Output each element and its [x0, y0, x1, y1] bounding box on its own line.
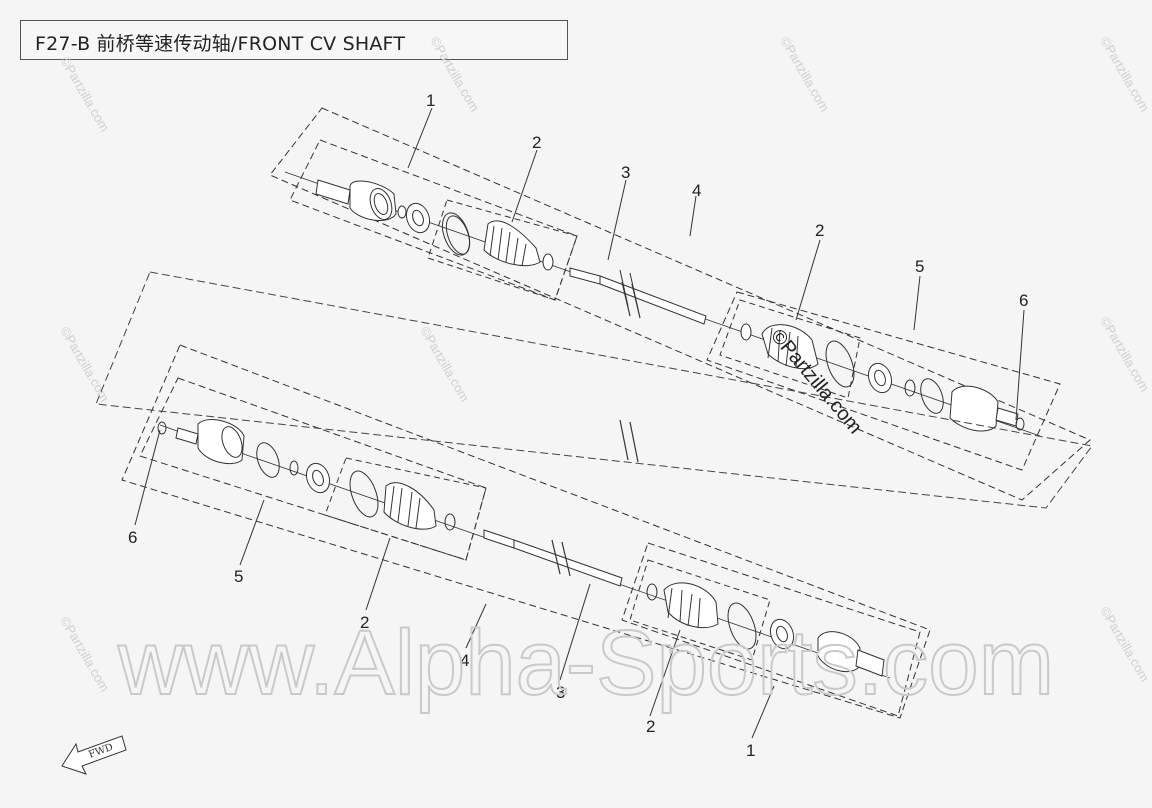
edge-watermark: ©Partzilla.com — [427, 34, 482, 114]
lower-outer-dashed-box — [121, 344, 931, 719]
lower-break-mark — [561, 541, 571, 577]
upper-outer-cv-joint — [315, 179, 397, 222]
lower-outer-cv-joint — [817, 631, 885, 677]
lower-box-2-right — [629, 559, 771, 661]
callout-5: 5 — [915, 257, 924, 276]
upper-box-5 — [706, 291, 1061, 471]
upper-right-circlip — [904, 379, 916, 397]
callouts-upper: 1 2 3 4 2 5 6 — [426, 91, 1028, 310]
callout-4: 4 — [460, 651, 469, 670]
title-box: F27-B 前桥等速传动轴/FRONT CV SHAFT — [20, 20, 568, 60]
lower-boot-right — [663, 582, 719, 629]
callout-2: 2 — [646, 717, 655, 736]
callout-6: 6 — [1019, 291, 1028, 310]
edge-watermark: ©Partzilla.com — [57, 324, 112, 404]
upper-right-ring — [920, 378, 944, 414]
edge-watermark: ©Partzilla.com — [1097, 34, 1152, 114]
main-watermark: www.Alpha-Sports.com — [117, 612, 1054, 714]
lower-box-2-left — [324, 457, 487, 561]
callout-2: 2 — [815, 221, 824, 240]
callout-2: 2 — [532, 133, 541, 152]
lower-end-circlip — [157, 421, 167, 435]
lower-axle-shaft — [483, 529, 623, 587]
upper-small-clamp — [542, 253, 554, 271]
lower-right-clamp-ring — [727, 602, 757, 650]
lower-clamp-ring — [349, 470, 379, 518]
lower-break-mark — [551, 539, 561, 575]
lower-box-5 — [139, 377, 487, 561]
upper-right-clamp-ring — [825, 340, 855, 388]
upper-end-circlip — [1015, 417, 1025, 431]
callouts-lower: 6 5 2 4 3 2 1 — [128, 528, 755, 760]
upper-box-1 — [289, 139, 578, 301]
upper-break-mark — [631, 283, 641, 319]
upper-clamp-ring-inner — [445, 215, 471, 255]
edge-watermarks: ©Partzilla.com ©Partzilla.com ©Partzilla… — [57, 34, 1152, 694]
middle-break-mark — [619, 419, 629, 461]
upper-right-clamp — [740, 323, 752, 341]
upper-break-mark — [621, 281, 631, 317]
lower-circlip — [289, 460, 299, 476]
upper-boot-right — [761, 324, 819, 369]
fwd-arrow: FWD — [61, 735, 127, 775]
edge-watermark: ©Partzilla.com — [417, 324, 472, 404]
upper-box-2-right — [719, 299, 861, 399]
middle-link-frame — [95, 271, 1093, 509]
upper-shaft-assembly — [269, 107, 1091, 501]
lower-box-1 — [621, 542, 921, 717]
leader-lines — [134, 107, 1025, 739]
lower-small-clamp — [444, 513, 456, 531]
lower-ring — [256, 442, 280, 478]
upper-right-inner-race — [867, 362, 893, 394]
page-title: F27-B 前桥等速传动轴/FRONT CV SHAFT — [35, 33, 406, 55]
lower-boot-left — [383, 482, 437, 530]
edge-watermark: ©Partzilla.com — [777, 34, 832, 114]
callout-4: 4 — [692, 181, 701, 200]
edge-watermark: ©Partzilla.com — [57, 54, 112, 134]
callout-2: 2 — [360, 613, 369, 632]
upper-axle-shaft — [569, 267, 707, 325]
callout-1: 1 — [746, 741, 755, 760]
callout-5: 5 — [234, 567, 243, 586]
upper-inner-cv-housing — [949, 385, 1019, 432]
middle-break-mark — [629, 421, 639, 463]
upper-box-2-left — [427, 199, 578, 301]
upper-boot-left — [483, 220, 541, 267]
callout-3: 3 — [556, 683, 565, 702]
lower-shaft-assembly — [121, 344, 931, 719]
lower-right-clamp — [646, 583, 658, 601]
lower-right-inner-race — [769, 618, 795, 650]
lower-inner-cv-housing — [175, 419, 245, 464]
edge-watermark: ©Partzilla.com — [1097, 604, 1152, 684]
callout-3: 3 — [621, 163, 630, 182]
edge-watermark: ©Partzilla.com — [57, 614, 112, 694]
callout-6: 6 — [128, 528, 137, 547]
edge-watermark: ©Partzilla.com — [1097, 314, 1152, 394]
upper-circlip — [397, 205, 407, 219]
callout-1: 1 — [426, 91, 435, 110]
lower-inner-race — [305, 462, 331, 494]
upper-outer-dashed-box — [269, 107, 1091, 501]
upper-inner-race — [405, 202, 431, 234]
